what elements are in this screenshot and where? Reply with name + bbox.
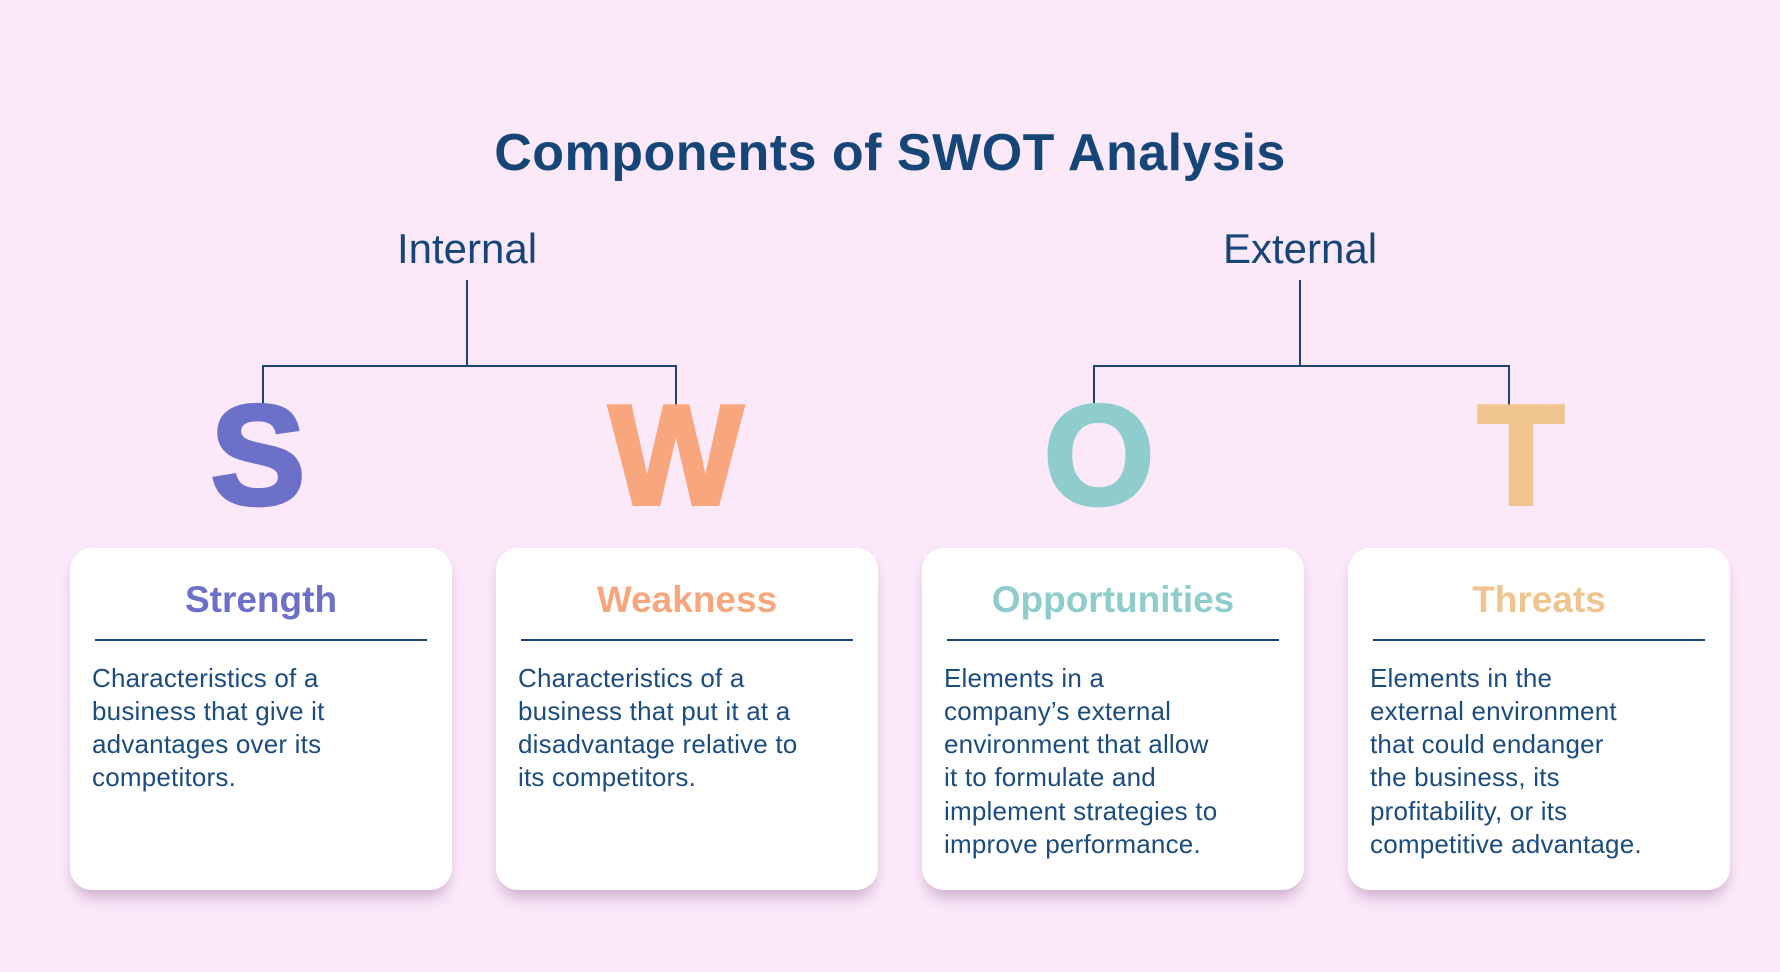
card-divider [95, 638, 427, 641]
external-connector-crossbar [1093, 365, 1510, 367]
card-strength: Strength Characteristics of a business t… [70, 548, 452, 890]
card-body-strength: Characteristics of a business that give … [92, 662, 325, 793]
internal-connector-crossbar [262, 365, 677, 367]
card-weakness: Weakness Characteristics of a business t… [496, 548, 878, 890]
card-divider [521, 638, 853, 641]
letter-t: T [1476, 376, 1567, 535]
card-divider [1373, 638, 1705, 641]
card-divider [947, 638, 1279, 641]
card-threats: Threats Elements in the external environ… [1348, 548, 1730, 890]
card-opportunities: Opportunities Elements in a company’s ex… [922, 548, 1304, 890]
internal-connector-stem [466, 280, 468, 365]
page-title: Components of SWOT Analysis [494, 123, 1286, 182]
card-heading-threats: Threats [1472, 579, 1606, 620]
external-connector-stem [1299, 280, 1301, 365]
external-connector-drop-left [1093, 365, 1095, 409]
internal-label: Internal [396, 225, 538, 272]
internal-connector-drop-left [262, 365, 264, 409]
external-label: External [1222, 225, 1378, 272]
card-body-opportunities: Elements in a company’s external environ… [944, 662, 1218, 860]
card-body-threats: Elements in the external environment tha… [1370, 662, 1642, 860]
letter-w: W [607, 376, 745, 535]
external-connector-drop-right [1508, 365, 1510, 409]
card-body-weakness: Characteristics of a business that put i… [518, 662, 798, 793]
letter-s: S [209, 376, 308, 535]
card-heading-opportunities: Opportunities [991, 579, 1235, 620]
letter-o: O [1042, 376, 1156, 535]
internal-connector-drop-right [675, 365, 677, 409]
card-heading-strength: Strength [184, 579, 338, 620]
card-row: Strength Characteristics of a business t… [70, 548, 1730, 890]
card-heading-weakness: Weakness [596, 579, 778, 620]
